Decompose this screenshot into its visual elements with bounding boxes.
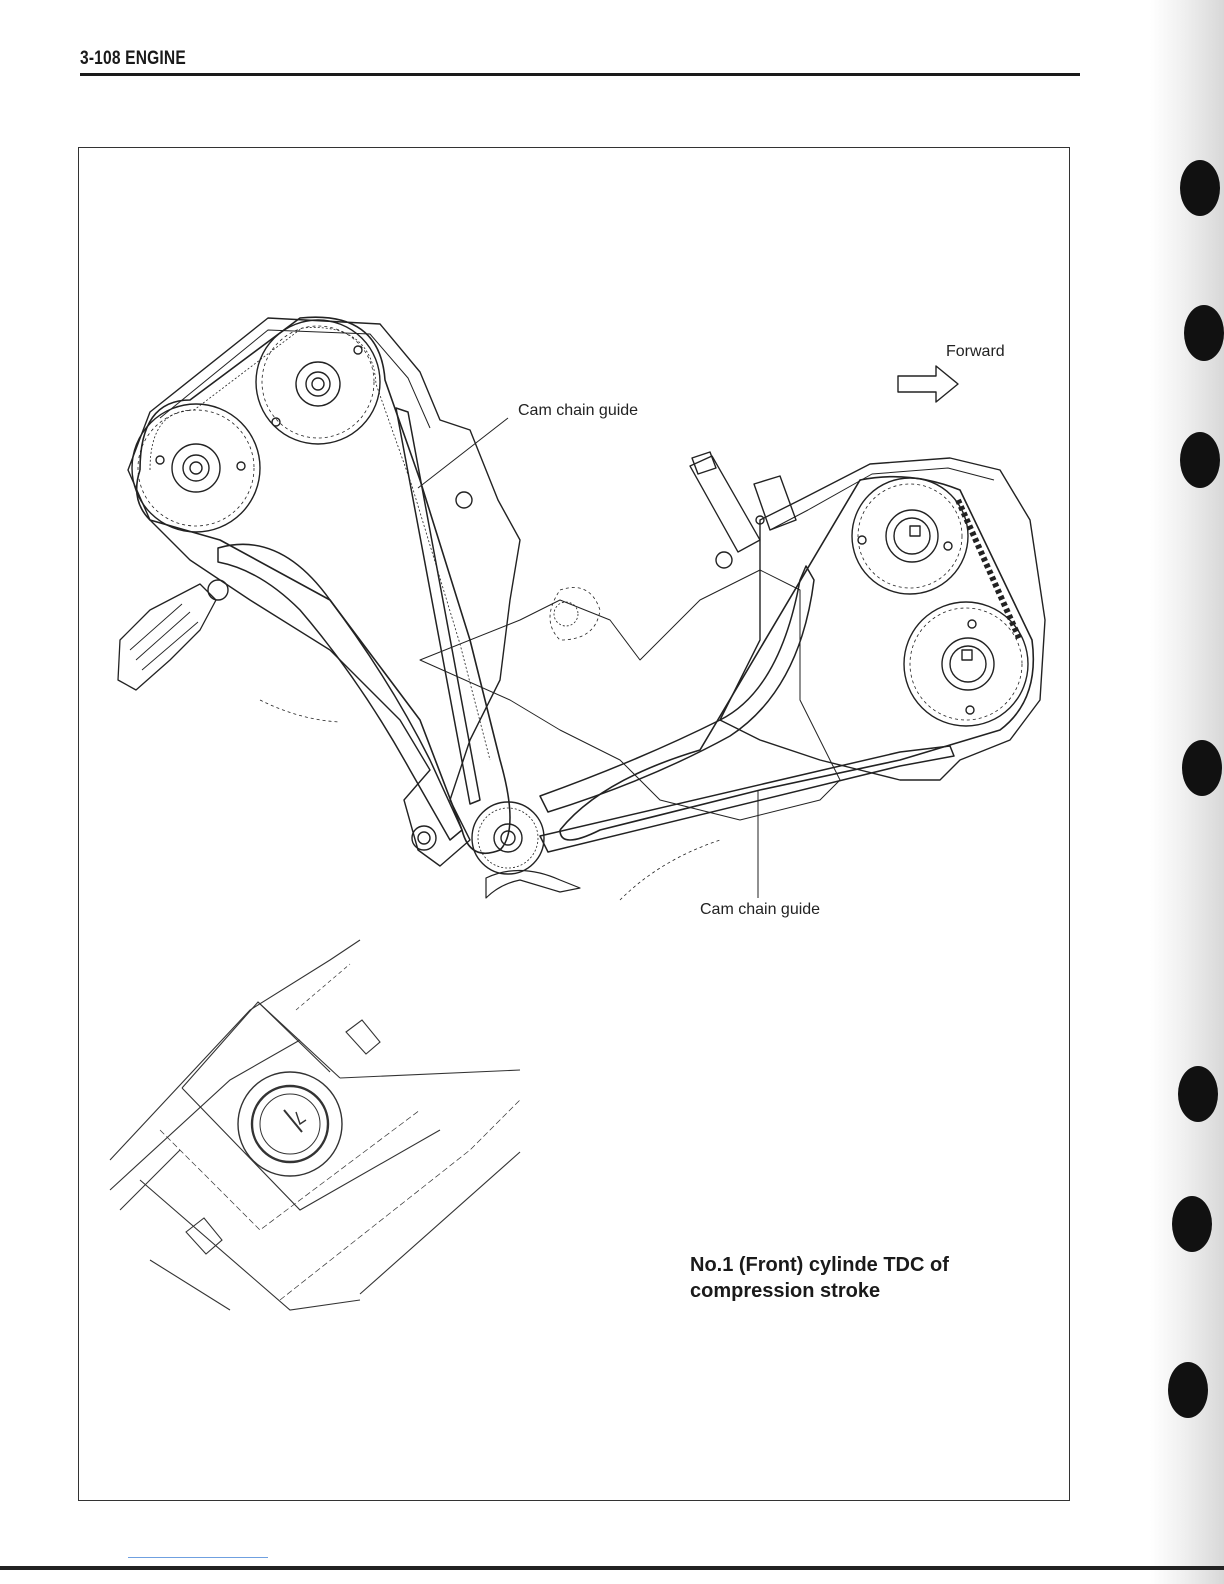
forward-arrow [898, 366, 958, 402]
tensioner-left [118, 584, 216, 690]
tensioner-guide-right [540, 566, 814, 812]
crank-sprocket [472, 802, 544, 874]
label-cam-chain-guide-upper: Cam chain guide [518, 402, 638, 420]
binder-hole [1180, 432, 1220, 488]
tensioner-right [690, 456, 760, 552]
binder-hole [1168, 1362, 1208, 1418]
binder-edge-shadow [1150, 0, 1224, 1584]
binder-hole [1178, 1066, 1218, 1122]
sprocket-left-lower [132, 404, 260, 532]
bottom-rule [0, 1566, 1224, 1570]
caption-line-1: No.1 (Front) cylinde TDC of [690, 1252, 949, 1278]
binder-hole [1172, 1196, 1212, 1252]
bottom-mark [128, 1557, 268, 1558]
timing-mark-inset [110, 940, 520, 1310]
binder-hole [1180, 160, 1220, 216]
tensioner-guide-left [218, 544, 462, 840]
figure-caption: No.1 (Front) cylinde TDC of compression … [690, 1252, 949, 1304]
leader-line-upper [418, 418, 508, 488]
caption-line-2: compression stroke [690, 1278, 949, 1304]
binder-hole [1184, 305, 1224, 361]
label-forward: Forward [946, 343, 1005, 361]
label-cam-chain-guide-lower: Cam chain guide [700, 901, 820, 919]
cam-chain-left [137, 317, 510, 853]
sprocket-right-lower [904, 602, 1028, 726]
binder-hole [1182, 740, 1222, 796]
chain-guide-left-straight [396, 408, 480, 804]
